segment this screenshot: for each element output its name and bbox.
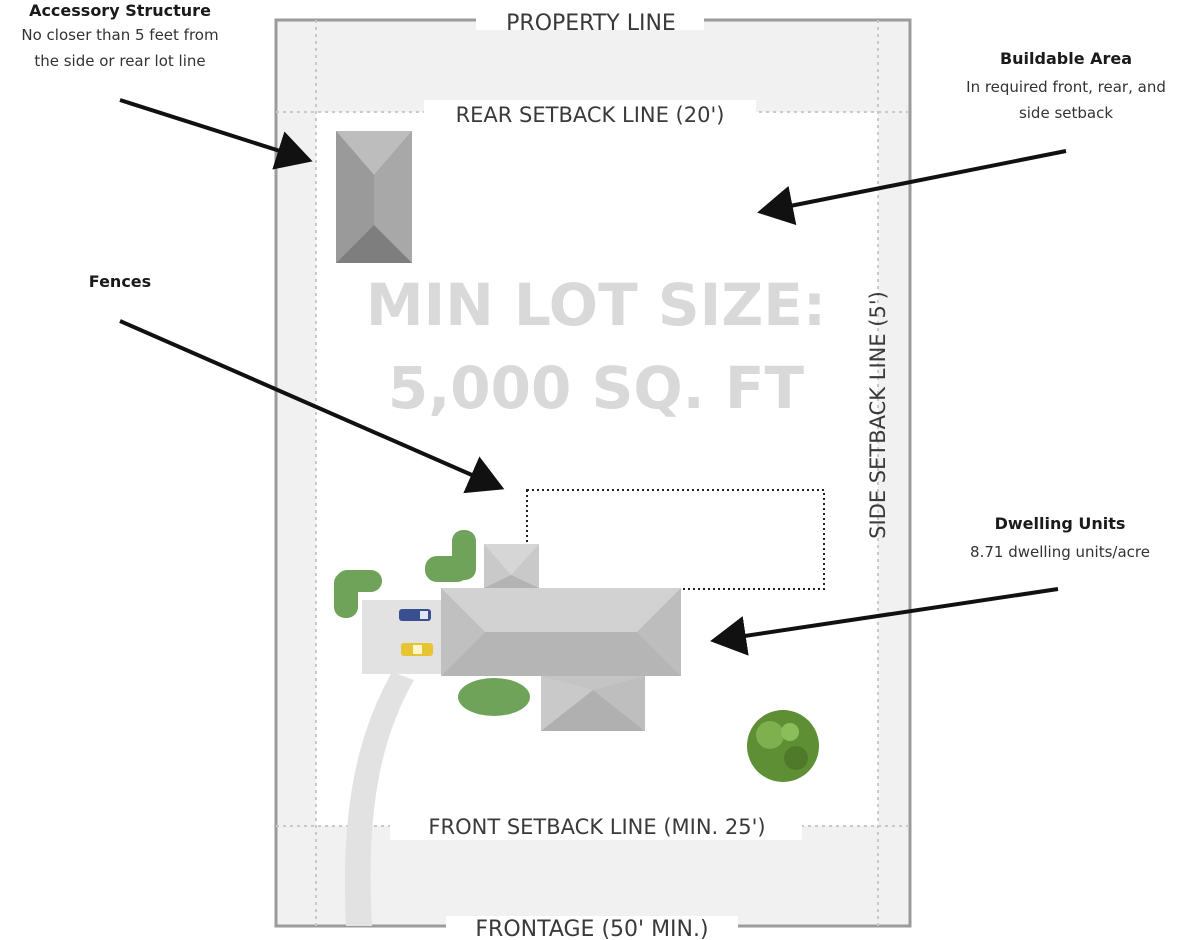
rear-setback-label: REAR SETBACK LINE (20') — [456, 103, 725, 127]
rear-setback-label-bg — [424, 100, 756, 126]
frontage-label: FRONTAGE (50' MIN.) — [475, 917, 708, 940]
accessory-arrow — [119, 98, 313, 170]
accessory-structure — [336, 131, 412, 263]
car-yellow — [401, 643, 433, 656]
dwelling-house — [441, 544, 681, 731]
fences-annotation-title: Fences — [89, 272, 151, 291]
buildable-annotation-desc-1: In required front, rear, and — [966, 78, 1166, 96]
tree — [747, 710, 819, 782]
dwelling-annotation-title: Dwelling Units — [995, 514, 1126, 533]
accessory-annotation-title: Accessory Structure — [29, 1, 211, 20]
fence-outline — [526, 489, 825, 590]
buildable-annotation-title: Buildable Area — [1000, 49, 1132, 68]
fences-arrow — [119, 319, 505, 494]
driveway — [344, 672, 414, 926]
frontage-label-gap — [446, 916, 738, 936]
accessory-annotation-desc-1: No closer than 5 feet from — [21, 26, 218, 44]
property-line-label-gap — [476, 12, 704, 30]
side-setback-label: SIDE SETBACK LINE (5') — [866, 291, 890, 539]
min-lot-size-line1: MIN LOT SIZE: — [366, 271, 826, 339]
front-setback-label-bg — [390, 812, 802, 840]
hedge-left — [334, 570, 382, 618]
dwelling-annotation-desc-1: 8.71 dwelling units/acre — [970, 543, 1150, 561]
property-line-label: PROPERTY LINE — [506, 11, 676, 36]
hedge-front — [458, 678, 530, 716]
accessory-annotation-desc-2: the side or rear lot line — [34, 52, 205, 70]
car-blue — [399, 609, 431, 621]
buildable-annotation-desc-2: side setback — [1019, 104, 1113, 122]
min-lot-size-line2: 5,000 SQ. FT — [388, 354, 805, 422]
buildable-arrow — [757, 149, 1067, 226]
hedge-top — [425, 530, 476, 582]
dwelling-arrow — [710, 587, 1059, 656]
front-setback-label: FRONT SETBACK LINE (MIN. 25') — [428, 815, 765, 839]
